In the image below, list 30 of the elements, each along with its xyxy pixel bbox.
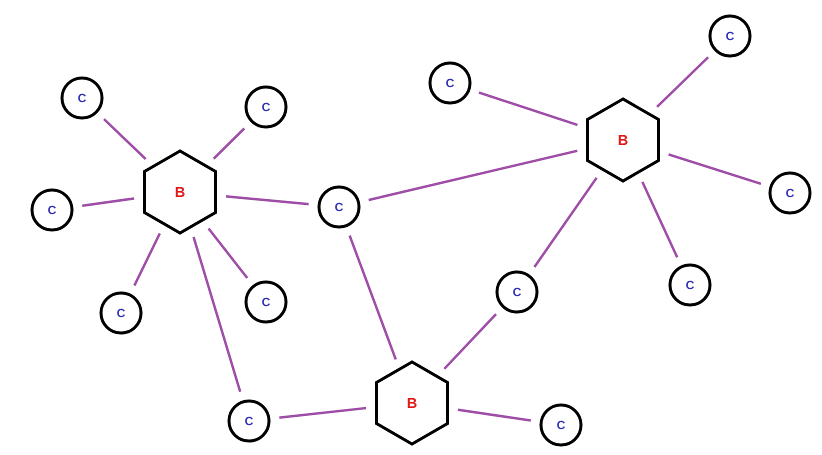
circle-node: C	[708, 14, 752, 58]
circle-node: C	[60, 76, 104, 120]
connector-line	[656, 56, 709, 108]
circle-node: C	[100, 292, 142, 334]
connector-line	[348, 235, 397, 360]
connector-line	[279, 406, 366, 419]
connector-line	[443, 313, 497, 370]
connector-line	[226, 195, 309, 206]
connector-line	[641, 181, 678, 258]
circle-node: C	[428, 62, 472, 104]
circle-node: C	[668, 264, 712, 306]
circle-node: C	[244, 280, 288, 324]
connector-line	[458, 408, 532, 422]
circle-node: C	[228, 400, 270, 442]
connector-line	[82, 197, 134, 207]
circle-node: C	[318, 186, 360, 228]
connector-line	[208, 228, 248, 279]
circle-node: C	[496, 270, 538, 314]
connector-line	[368, 150, 578, 202]
circle-node: C	[768, 172, 812, 214]
connector-line	[133, 232, 161, 286]
circle-node: C	[30, 188, 74, 232]
connector-line	[668, 153, 762, 185]
circle-node: C	[540, 404, 582, 446]
connector-line	[533, 177, 598, 268]
circle-node: C	[244, 86, 288, 128]
connector-line	[478, 91, 578, 126]
connector-line	[212, 128, 246, 160]
connector-line	[103, 118, 147, 160]
connector-line	[192, 236, 242, 392]
